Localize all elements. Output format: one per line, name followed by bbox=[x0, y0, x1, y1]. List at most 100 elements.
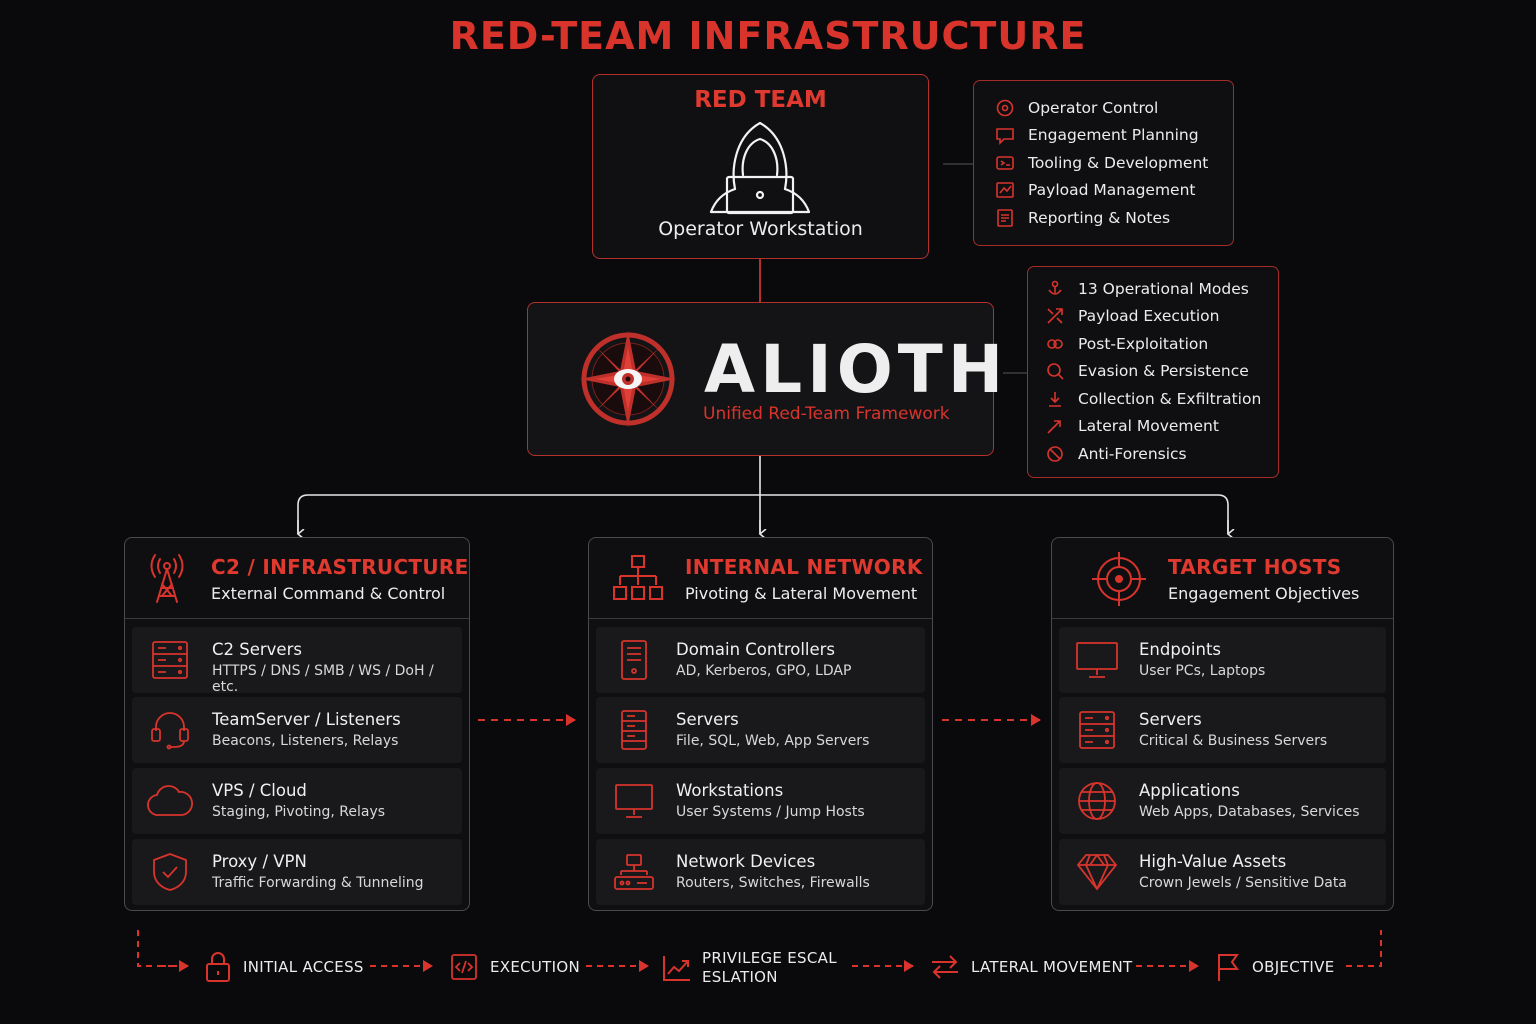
item-desc: Traffic Forwarding & Tunneling bbox=[212, 875, 424, 891]
payload-icon bbox=[994, 181, 1016, 199]
list-item: Servers File, SQL, Web, App Servers bbox=[596, 697, 925, 763]
router-icon bbox=[610, 852, 658, 892]
flow-label: OBJECTIVE bbox=[1252, 958, 1335, 976]
column-header: INTERNAL NETWORK Pivoting & Lateral Move… bbox=[589, 538, 932, 619]
shield-icon bbox=[146, 852, 194, 892]
cloud-icon bbox=[146, 781, 194, 821]
list-item-label: Post-Exploitation bbox=[1078, 334, 1209, 353]
column-header: TARGET HOSTS Engagement Objectives bbox=[1052, 538, 1393, 619]
list-item: Workstations User Systems / Jump Hosts bbox=[596, 768, 925, 834]
column-target-hosts: TARGET HOSTS Engagement Objectives Endpo… bbox=[1051, 537, 1394, 911]
list-item: VPS / Cloud Staging, Pivoting, Relays bbox=[132, 768, 462, 834]
list-item-label: Payload Management bbox=[1028, 181, 1196, 200]
alioth-name: ALIOTH bbox=[704, 331, 1009, 408]
item-title: Proxy / VPN bbox=[212, 852, 307, 871]
list-item: Operator Control bbox=[994, 94, 1208, 122]
list-item: C2 Servers HTTPS / DNS / SMB / WS / DoH … bbox=[132, 627, 462, 695]
list-item-label: Anti-Forensics bbox=[1078, 444, 1187, 463]
list-item-label: Payload Execution bbox=[1078, 307, 1220, 326]
item-title: VPS / Cloud bbox=[212, 781, 307, 800]
flow-step-privilege-escalation: PRIVILEGE ESCAL ESLATION bbox=[662, 948, 837, 988]
hooded-operator-icon bbox=[709, 121, 811, 215]
item-title: Applications bbox=[1139, 781, 1240, 800]
item-desc: HTTPS / DNS / SMB / WS / DoH / etc. bbox=[212, 663, 434, 695]
list-item: Collection & Exfiltration bbox=[1044, 385, 1261, 413]
list-item: 13 Operational Modes bbox=[1044, 275, 1261, 303]
list-item: Applications Web Apps, Databases, Servic… bbox=[1059, 768, 1386, 834]
exfiltration-icon bbox=[1044, 390, 1066, 408]
modes-icon bbox=[1044, 280, 1066, 298]
list-item-label: Operator Control bbox=[1028, 98, 1159, 117]
crosshair-icon bbox=[1092, 552, 1146, 606]
flow-label: LATERAL MOVEMENT bbox=[971, 958, 1133, 976]
list-item: TeamServer / Listeners Beacons, Listener… bbox=[132, 697, 462, 763]
radio-tower-icon bbox=[150, 554, 184, 603]
flow-step-objective: OBJECTIVE bbox=[1215, 950, 1335, 984]
item-title: Servers bbox=[676, 710, 739, 729]
item-desc: User PCs, Laptops bbox=[1139, 663, 1266, 679]
list-item: Network Devices Routers, Switches, Firew… bbox=[596, 839, 925, 905]
column-header: C2 / INFRASTRUCTURE External Command & C… bbox=[125, 538, 469, 619]
capabilities-list: 13 Operational Modes Payload Execution P… bbox=[1027, 266, 1279, 478]
flow-step-lateral-movement: LATERAL MOVEMENT bbox=[930, 950, 1132, 984]
list-item: Post-Exploitation bbox=[1044, 330, 1261, 358]
flow-label-line2: ESLATION bbox=[702, 968, 778, 986]
planning-icon bbox=[994, 126, 1016, 146]
column-title: TARGET HOSTS bbox=[1168, 555, 1342, 579]
list-item: Endpoints User PCs, Laptops bbox=[1059, 627, 1386, 693]
item-desc: Critical & Business Servers bbox=[1139, 733, 1328, 749]
flag-icon bbox=[1218, 954, 1239, 981]
red-team-subtitle: Operator Workstation bbox=[658, 218, 863, 240]
list-item-label: Evasion & Persistence bbox=[1078, 362, 1249, 381]
swap-arrows-icon bbox=[932, 955, 958, 979]
desktop-icon bbox=[1073, 640, 1121, 680]
flow-step-execution: EXECUTION bbox=[450, 950, 580, 984]
notes-icon bbox=[994, 208, 1016, 227]
flow-bracket-left bbox=[137, 930, 178, 967]
list-item-label: Lateral Movement bbox=[1078, 417, 1219, 436]
list-item-label: Collection & Exfiltration bbox=[1078, 389, 1262, 408]
tower-server-icon bbox=[610, 640, 658, 680]
column-title: INTERNAL NETWORK bbox=[685, 555, 923, 579]
lateral-icon bbox=[1044, 417, 1066, 435]
list-item: Reporting & Notes bbox=[994, 204, 1208, 232]
red-team-title: RED TEAM bbox=[694, 87, 827, 113]
monitor-icon bbox=[610, 781, 658, 821]
list-item-label: Tooling & Development bbox=[1028, 153, 1209, 172]
lock-icon bbox=[206, 952, 230, 982]
globe-icon bbox=[1073, 781, 1121, 821]
column-subtitle: Engagement Objectives bbox=[1168, 584, 1360, 603]
server-stack-icon bbox=[610, 710, 658, 750]
column-internal-network: INTERNAL NETWORK Pivoting & Lateral Move… bbox=[588, 537, 933, 911]
anti-forensics-icon bbox=[1044, 445, 1066, 463]
item-desc: Beacons, Listeners, Relays bbox=[212, 733, 399, 749]
server-rack-icon bbox=[146, 640, 194, 680]
item-desc: File, SQL, Web, App Servers bbox=[676, 733, 870, 749]
list-item: Servers Critical & Business Servers bbox=[1059, 697, 1386, 763]
item-desc: Crown Jewels / Sensitive Data bbox=[1139, 875, 1347, 891]
server-rack-icon bbox=[1073, 710, 1121, 750]
item-title: Workstations bbox=[676, 781, 784, 800]
list-item: Engagement Planning bbox=[994, 122, 1208, 150]
flow-step-initial-access: INITIAL ACCESS bbox=[204, 950, 364, 984]
alioth-framework-box: ALIOTH Unified Red-Team Framework bbox=[527, 302, 1003, 456]
network-tree-icon bbox=[613, 555, 663, 600]
column-title: C2 / INFRASTRUCTURE bbox=[211, 555, 469, 579]
list-item: Evasion & Persistence bbox=[1044, 358, 1261, 386]
column-subtitle: Pivoting & Lateral Movement bbox=[685, 584, 918, 603]
list-item: Tooling & Development bbox=[994, 149, 1208, 177]
item-title: High-Value Assets bbox=[1139, 852, 1287, 871]
operator-control-icon bbox=[994, 99, 1016, 117]
item-desc: User Systems / Jump Hosts bbox=[676, 804, 865, 820]
operator-functions-list: Operator Control Engagement Planning Too… bbox=[973, 80, 1234, 246]
flow-label: INITIAL ACCESS bbox=[243, 958, 364, 976]
list-item: Lateral Movement bbox=[1044, 413, 1261, 441]
page-title: RED-TEAM INFRASTRUCTURE bbox=[449, 14, 1087, 58]
post-exploitation-icon bbox=[1044, 335, 1066, 353]
red-team-box: RED TEAM Operator Workstation bbox=[592, 74, 929, 259]
list-item: Payload Execution bbox=[1044, 303, 1261, 331]
item-title: Domain Controllers bbox=[676, 640, 836, 659]
alioth-tagline: Unified Red-Team Framework bbox=[703, 404, 950, 424]
list-item: Proxy / VPN Traffic Forwarding & Tunneli… bbox=[132, 839, 462, 905]
